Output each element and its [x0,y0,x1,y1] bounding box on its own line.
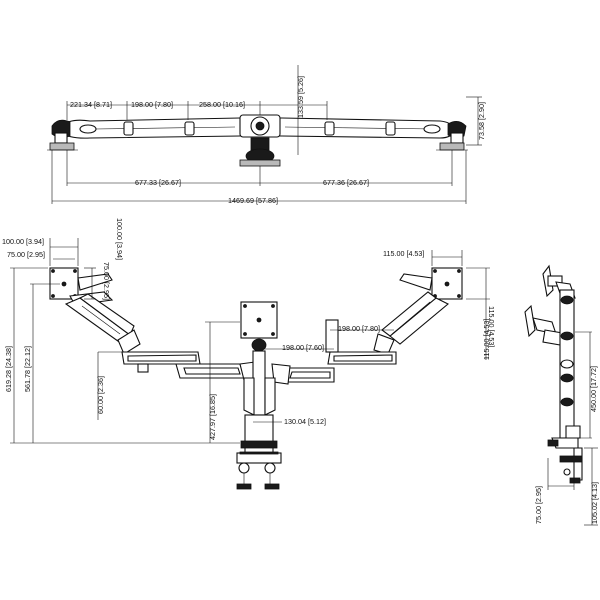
dim-427: 427.97 [16.85] [208,394,217,440]
dim-677-left: 677.33 [26.67] [135,178,181,187]
center-mount [236,301,282,490]
dim-198-center: 198.00 [7.60] [282,343,324,352]
dim-60: 60.00 [2.36] [96,376,105,414]
dim-198-right: 198.00 [7.80] [338,324,380,333]
dim-450: 450.00 [17.72] [589,366,598,412]
top-view: 221.34 [8.71] 198.00 [7.80] 258.00 [10.1… [47,65,486,205]
dim-221: 221.34 [8.71] [70,100,112,109]
dim-133: 133.59 [5.26] [296,76,305,118]
right-arm [271,291,449,385]
dim-1469: 1469.69 [57.86] [228,196,278,205]
dim-73: 73.58 [2.90] [477,102,486,140]
front-view: 100.00 [3.94] 75.00 [2.95] 75.00 [2.95] … [2,218,496,490]
dim-vesa-100-left: 100.00 [3.94] [2,237,44,246]
dim-vesa-75-vert: 75.00 [2.95] [102,262,111,300]
dim-198-top: 198.00 [7.80] [131,100,173,109]
dim-258: 258.00 [10.16] [199,100,245,109]
dim-75-side: 75.00 [2.95] [534,486,543,524]
dim-619: 619.28 [24.38] [4,346,13,392]
side-view: 450.00 [17.72] 75.00 [2.95] 105.02 [4.13… [524,264,599,526]
dim-vesa-75-left: 75.00 [2.95] [7,250,45,259]
side-mount [524,264,583,484]
top-crossbar [47,114,468,167]
dim-130: 130.04 [5.12] [284,417,326,426]
dim-115-horiz: 115.00 [4.53] [383,249,424,258]
dim-105: 105.02 [4.13] [590,482,599,524]
right-vesa-plate [399,267,463,300]
left-arm [64,293,257,381]
dim-561: 561.78 [22.12] [23,346,32,392]
dim-vesa-100-vert: 100.00 [3.94] [115,218,124,260]
dim-115-vert: 115.00 [4.53] [482,319,491,360]
dim-677-right: 677.36 [26.67] [323,178,369,187]
dim-115-vert-top: 115.00 [4.53] [487,306,496,347]
